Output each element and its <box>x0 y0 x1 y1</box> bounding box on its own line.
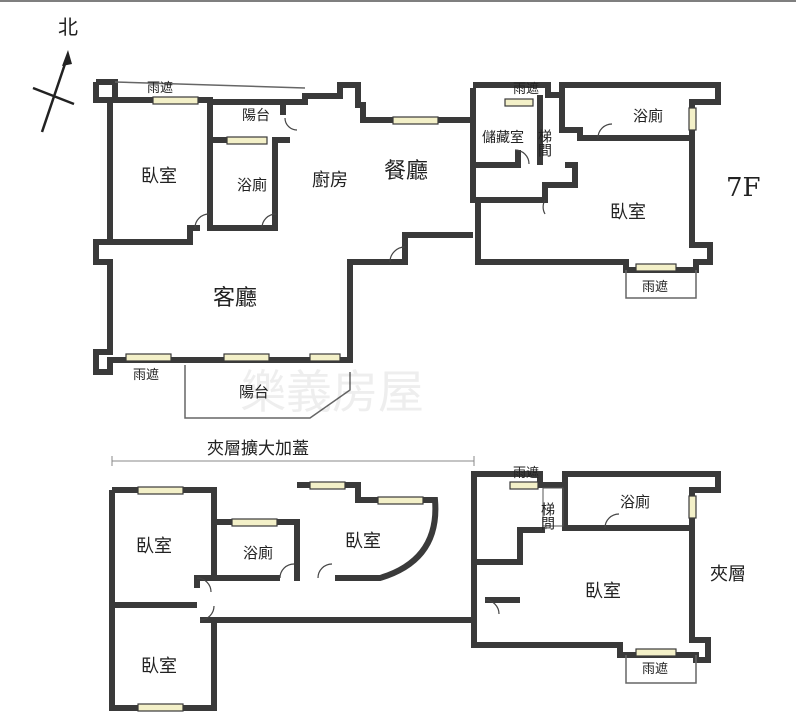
mezz-bedroom-1-label: 臥室 <box>136 536 172 557</box>
7f-balcony-outlines <box>114 81 697 419</box>
awning-label-top-left: 雨遮 <box>147 80 173 96</box>
mezz-awning-bottom-label: 雨遮 <box>642 661 668 677</box>
7f-door-swings <box>194 117 613 263</box>
mezz-bedroom-3-label: 臥室 <box>141 656 177 677</box>
kitchen-label: 廚房 <box>312 169 348 191</box>
mezzanine-door-swings <box>196 513 620 621</box>
north-label: 北 <box>58 15 78 39</box>
mezz-bath-1-label: 浴廁 <box>243 544 273 562</box>
mezz-bath-2-label: 浴廁 <box>620 493 650 511</box>
mezzanine-floor-label: 夾層 <box>710 564 746 585</box>
mezzanine-walls <box>109 471 721 711</box>
bath-left-label: 浴廁 <box>237 176 267 194</box>
mezz-awning-top-label: 雨遮 <box>513 465 539 481</box>
balcony-bottom-label: 陽台 <box>239 383 269 401</box>
extension-note: 夾層擴大加蓋 <box>207 439 309 459</box>
living-label: 客廳 <box>213 286 257 311</box>
watermark: 樂義房屋 <box>240 365 424 419</box>
7f-windows <box>125 96 697 362</box>
dining-label: 餐廳 <box>384 159 428 184</box>
mezz-stairs-label: 梯間 <box>539 502 555 531</box>
mezz-bedroom-2-label: 臥室 <box>345 531 381 552</box>
north-arrow-icon <box>32 50 75 133</box>
balcony-top-label: 陽台 <box>242 108 270 124</box>
floor-label-7f: 7F <box>726 173 761 203</box>
stairs-label-7f: 梯間 <box>536 129 552 158</box>
mezzanine-balcony-outline <box>625 655 697 684</box>
mezzanine-windows <box>137 481 697 712</box>
storage-label: 儲藏室 <box>482 129 524 146</box>
awning-label-bottom-right: 雨遮 <box>642 279 668 295</box>
stairs-icon <box>542 487 564 527</box>
awning-label-bottom-left: 雨遮 <box>133 367 159 383</box>
7f-walls <box>93 79 721 375</box>
bedroom-left-label: 臥室 <box>141 166 177 187</box>
bedroom-right-label: 臥室 <box>610 202 646 223</box>
awning-label-top-right: 雨遮 <box>513 81 539 97</box>
mezz-bedroom-4-label: 臥室 <box>585 581 621 602</box>
bath-right-label: 浴廁 <box>633 107 663 125</box>
